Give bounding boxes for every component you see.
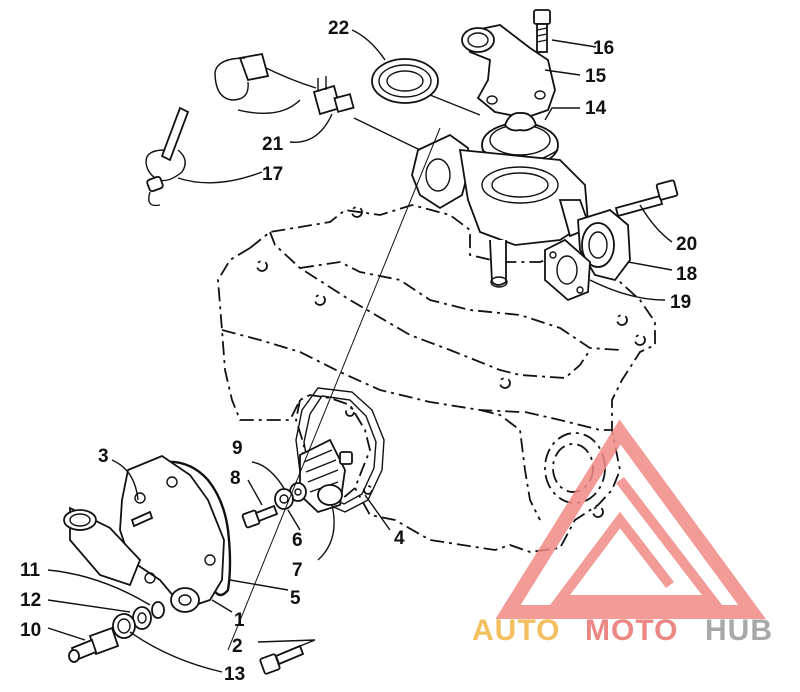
callout-15: 15 bbox=[585, 66, 607, 87]
callout-22: 22 bbox=[328, 18, 349, 39]
water-pump-housing-3 bbox=[63, 454, 225, 613]
leader-lines bbox=[47, 29, 673, 673]
drain-bolt-10 bbox=[68, 626, 120, 663]
watermark: AUTO MOTO HUB bbox=[472, 419, 773, 647]
washer-6 bbox=[274, 488, 294, 510]
callout-9: 9 bbox=[232, 438, 243, 459]
callout-12: 12 bbox=[20, 590, 41, 611]
seal-ring-22 bbox=[371, 58, 439, 104]
watermark-hub: HUB bbox=[705, 614, 773, 647]
sealing-ring-13 bbox=[112, 613, 136, 639]
gasket-19 bbox=[544, 238, 591, 302]
callout-5: 5 bbox=[290, 588, 301, 609]
pump-gasket-4 bbox=[295, 387, 385, 513]
callout-4: 4 bbox=[394, 528, 405, 549]
callout-10: 10 bbox=[20, 620, 41, 641]
temperature-sensor-21 bbox=[312, 76, 355, 116]
outlet-elbow-18 bbox=[577, 208, 631, 282]
callout-17: 17 bbox=[262, 164, 283, 185]
callout-6: 6 bbox=[292, 530, 303, 551]
callout-labels: 22 16 15 14 21 17 20 18 19 9 3 8 6 4 7 1… bbox=[20, 18, 697, 685]
bolt-8 bbox=[241, 504, 279, 529]
sensor-wire-connector bbox=[214, 52, 317, 101]
callout-3: 3 bbox=[98, 446, 109, 467]
bolt-16 bbox=[533, 9, 551, 53]
callout-2: 2 bbox=[232, 636, 243, 657]
watermark-moto: MOTO bbox=[585, 614, 678, 647]
washer-12 bbox=[132, 606, 152, 630]
thermostat-housing bbox=[411, 133, 592, 288]
thermostat-housing-cover-15 bbox=[461, 24, 556, 119]
callout-19: 19 bbox=[670, 292, 691, 313]
callout-18: 18 bbox=[676, 264, 697, 285]
callout-8: 8 bbox=[230, 468, 241, 489]
callout-14: 14 bbox=[585, 98, 607, 119]
housing-screw bbox=[130, 510, 154, 528]
callout-20: 20 bbox=[676, 234, 697, 255]
callout-16: 16 bbox=[593, 38, 614, 59]
cable-tie-17 bbox=[145, 106, 190, 207]
o-ring-5 bbox=[164, 460, 232, 597]
watermark-auto: AUTO bbox=[472, 614, 560, 647]
callout-11: 11 bbox=[20, 560, 41, 581]
callout-7: 7 bbox=[292, 560, 303, 581]
callout-13: 13 bbox=[224, 664, 245, 685]
bolt-20 bbox=[614, 179, 679, 218]
bolt-2 bbox=[259, 644, 305, 675]
watermark-logo-triangle bbox=[495, 419, 766, 619]
callout-21: 21 bbox=[262, 134, 284, 155]
impeller-7 bbox=[299, 438, 353, 514]
washer-11 bbox=[151, 601, 165, 619]
callout-1: 1 bbox=[234, 610, 245, 631]
